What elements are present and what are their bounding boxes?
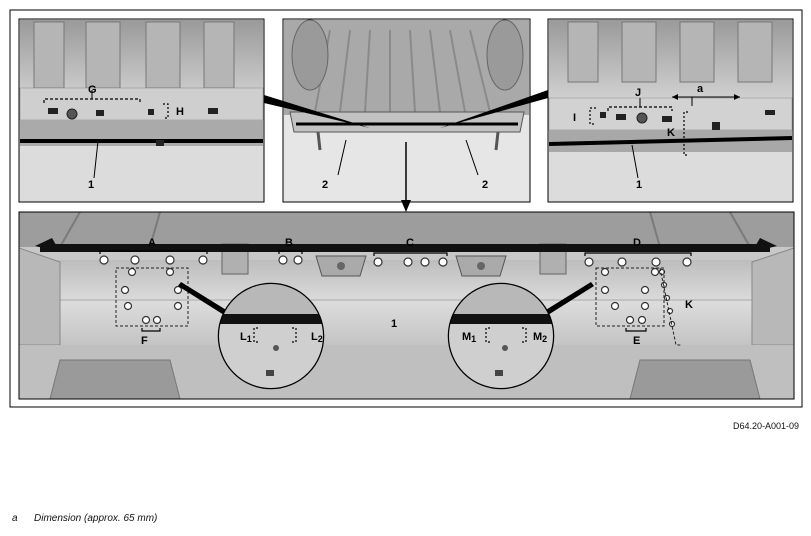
label-M2: M2: [533, 331, 547, 344]
detail-panel-left: [18, 18, 265, 203]
label-a: a: [697, 83, 704, 95]
label-E: E: [633, 335, 640, 347]
label-1-main: 1: [391, 318, 397, 330]
label-K-main: K: [685, 299, 693, 311]
callout-wedge-left: [264, 95, 370, 128]
label-F: F: [141, 335, 148, 347]
label-2-left: 2: [322, 179, 328, 191]
legend-item: a Dimension (approx. 65 mm): [12, 513, 157, 524]
figure-reference-code: D64.20-A001-09: [732, 421, 799, 431]
legend-text: Dimension (approx. 65 mm): [34, 513, 158, 524]
label-1-right-panel: 1: [636, 179, 642, 191]
label-2-right: 2: [482, 179, 488, 191]
label-H: H: [176, 106, 184, 118]
callout-wedge-M: [536, 282, 594, 320]
label-A: A: [148, 237, 156, 249]
label-L2: L2: [311, 331, 323, 344]
main-panel: [19, 212, 794, 399]
callout-wedge-L: [178, 282, 236, 320]
label-M1: M1: [462, 331, 476, 344]
label-I: I: [573, 112, 576, 124]
label-L1: L1: [240, 331, 252, 344]
label-K-top: K: [667, 127, 675, 139]
label-1-left-panel: 1: [88, 179, 94, 191]
label-B: B: [285, 237, 293, 249]
label-G: G: [88, 84, 97, 96]
detail-panel-right: [547, 18, 794, 203]
label-D: D: [633, 237, 641, 249]
label-C: C: [406, 237, 414, 249]
callout-wedge-right: [440, 90, 548, 128]
legend-key: a: [12, 513, 18, 524]
zoom-circle-L: [217, 282, 325, 390]
overview-panel: [282, 18, 531, 203]
label-J: J: [635, 87, 641, 99]
